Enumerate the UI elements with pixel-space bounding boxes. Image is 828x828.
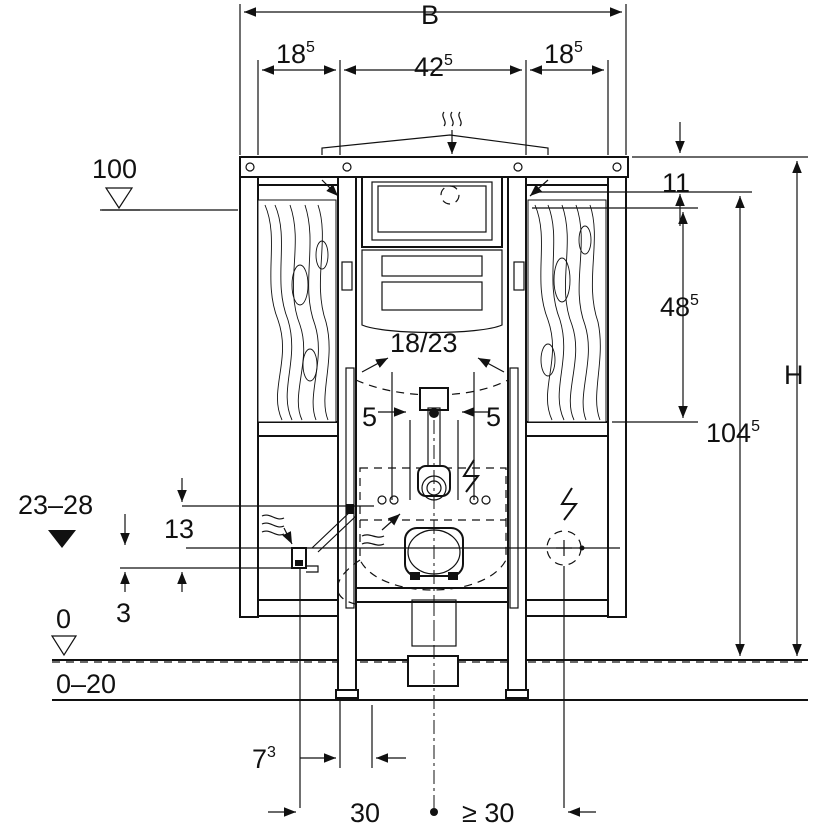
left-bottom-rail bbox=[257, 599, 339, 617]
left-outer-post bbox=[239, 176, 259, 618]
center-bottom-rail bbox=[355, 587, 509, 603]
level-triangle-icon bbox=[48, 187, 140, 657]
wood-panel-right bbox=[527, 199, 607, 423]
right-bottom-rail bbox=[525, 599, 609, 617]
label-floor-range: 0–20 bbox=[56, 669, 116, 699]
rail-bolt bbox=[612, 162, 622, 172]
heat-wave-icon bbox=[261, 514, 293, 545]
top-rail bbox=[239, 156, 629, 178]
label-right-width: 185 bbox=[544, 39, 583, 69]
left-foot bbox=[335, 689, 359, 699]
label-top-offset: 11 bbox=[662, 168, 690, 198]
right-mid-rail bbox=[525, 421, 609, 437]
label-cistern-height: 485 bbox=[660, 292, 699, 322]
flush-pipe-top bbox=[419, 387, 449, 411]
rail-bolt bbox=[245, 162, 255, 172]
label-center-width: 425 bbox=[414, 52, 453, 82]
rail-bolt bbox=[342, 162, 352, 172]
label-side-offset: 73 bbox=[252, 744, 276, 774]
right-inner-post bbox=[507, 176, 527, 696]
left-inner-post bbox=[337, 176, 357, 696]
left-top-inner bbox=[257, 176, 339, 186]
frame bbox=[239, 156, 629, 699]
label-level-0: 0 bbox=[56, 604, 71, 634]
left-mid-rail bbox=[257, 421, 339, 437]
label-dim-3: 3 bbox=[116, 598, 131, 628]
floor-drain bbox=[407, 655, 459, 687]
flush-pipe-center bbox=[429, 408, 439, 418]
cistern-body bbox=[361, 249, 503, 334]
wood-panel-left bbox=[257, 199, 337, 423]
cistern-inlet bbox=[440, 185, 460, 205]
label-right-offset: 5 bbox=[486, 402, 501, 432]
reference-lines bbox=[102, 4, 808, 808]
label-left-offset: 5 bbox=[362, 402, 377, 432]
label-left-width: 185 bbox=[276, 39, 315, 69]
label-dim-13: 13 bbox=[164, 514, 194, 544]
right-foot bbox=[505, 689, 529, 699]
label-B: B bbox=[421, 0, 439, 30]
heat-wave-icon bbox=[361, 513, 401, 546]
label-H: H bbox=[784, 360, 804, 390]
label-bottom-30: 30 bbox=[350, 798, 380, 828]
label-inlet-spacing: 18/23 bbox=[390, 328, 458, 358]
heat-wave-icon bbox=[442, 111, 462, 127]
label-level-range: 23–28 bbox=[18, 490, 93, 520]
cistern bbox=[341, 176, 525, 334]
electric-bolt-icon bbox=[560, 487, 578, 521]
label-total-height: 1045 bbox=[706, 418, 760, 448]
right-top-inner bbox=[525, 176, 609, 186]
dimension-arrows bbox=[120, 7, 802, 817]
right-outer-post bbox=[607, 176, 627, 618]
label-bottom-ge30: ≥ 30 bbox=[462, 798, 514, 828]
rail-bolt bbox=[513, 162, 523, 172]
label-level-100: 100 bbox=[92, 154, 137, 184]
electric-bolt-icon bbox=[462, 459, 480, 493]
cistern-top bbox=[361, 176, 503, 248]
